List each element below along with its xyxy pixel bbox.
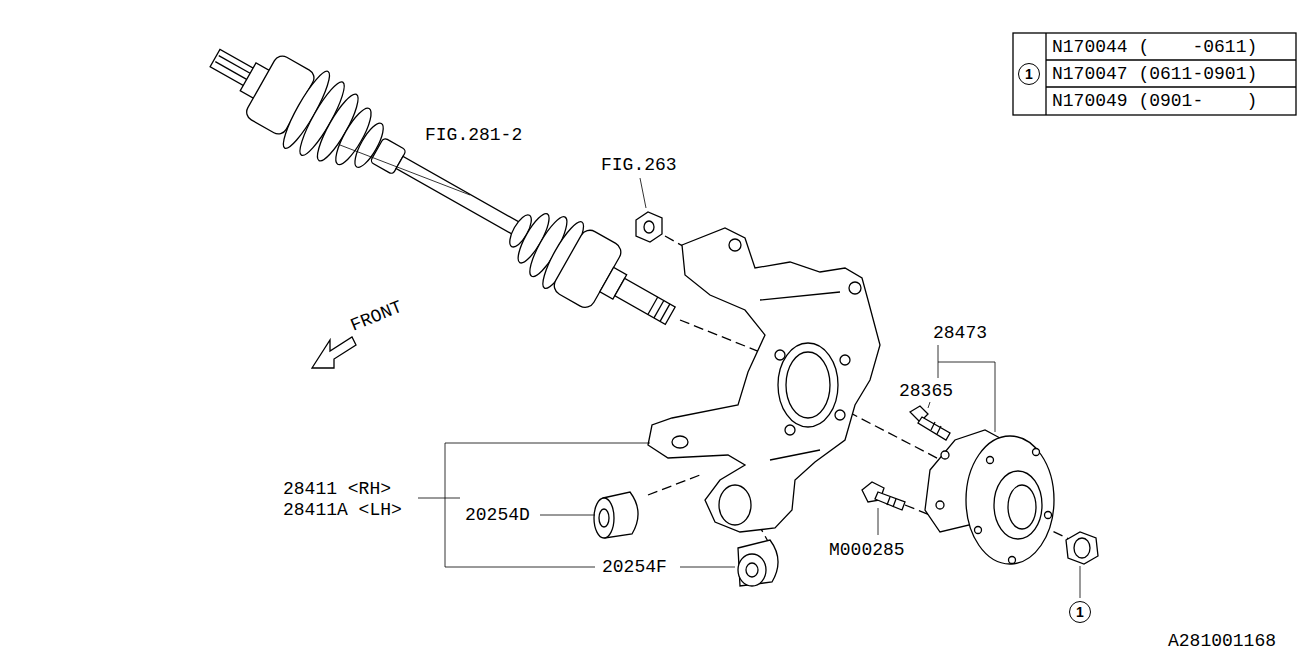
part-number: 28473 [933, 324, 987, 342]
hub-nut [1066, 532, 1098, 564]
nut [636, 212, 662, 242]
table-cell: N170047 (0611-0901) [1052, 65, 1257, 83]
callout-number: 1 [1025, 67, 1033, 81]
front-arrow [312, 337, 356, 368]
bolt [910, 406, 950, 440]
bushing [738, 540, 778, 586]
table-frame [1013, 33, 1296, 115]
knuckle [648, 228, 880, 532]
leader-line [1080, 566, 1081, 598]
callout-circle: 1 [1018, 63, 1040, 85]
nut-hole [644, 221, 654, 233]
part-number: 28365 [899, 382, 953, 400]
figure-ref: FIG.263 [601, 156, 677, 174]
table-cell: N170049 (0901- ) [1052, 92, 1257, 110]
part-number: 28411A <LH> [283, 501, 402, 519]
part-number: M000285 [829, 541, 905, 559]
hub [925, 430, 1054, 564]
part-number: 28411 <RH> [283, 480, 391, 498]
table-cell: N170044 ( -0611) [1052, 38, 1257, 56]
table-line [1046, 59, 1296, 60]
assembly-line [680, 320, 760, 352]
leader-line [418, 345, 995, 567]
figure-ref: FIG.281-2 [425, 126, 522, 144]
diagram-id: A281001168 [1168, 632, 1276, 650]
part-number: 20254F [602, 558, 667, 576]
direction-label: FRONT [348, 298, 405, 335]
callout-number: 1 [1076, 605, 1084, 619]
table-line [1045, 33, 1046, 115]
bolt [862, 482, 905, 510]
table-line [1046, 86, 1296, 87]
leader-line [640, 178, 646, 208]
bushing [594, 492, 638, 538]
drive-shaft [193, 20, 692, 354]
assembly-line [648, 475, 700, 495]
leader-line [340, 145, 470, 195]
callout-circle: 1 [1069, 601, 1091, 623]
part-number: 20254D [465, 506, 530, 524]
